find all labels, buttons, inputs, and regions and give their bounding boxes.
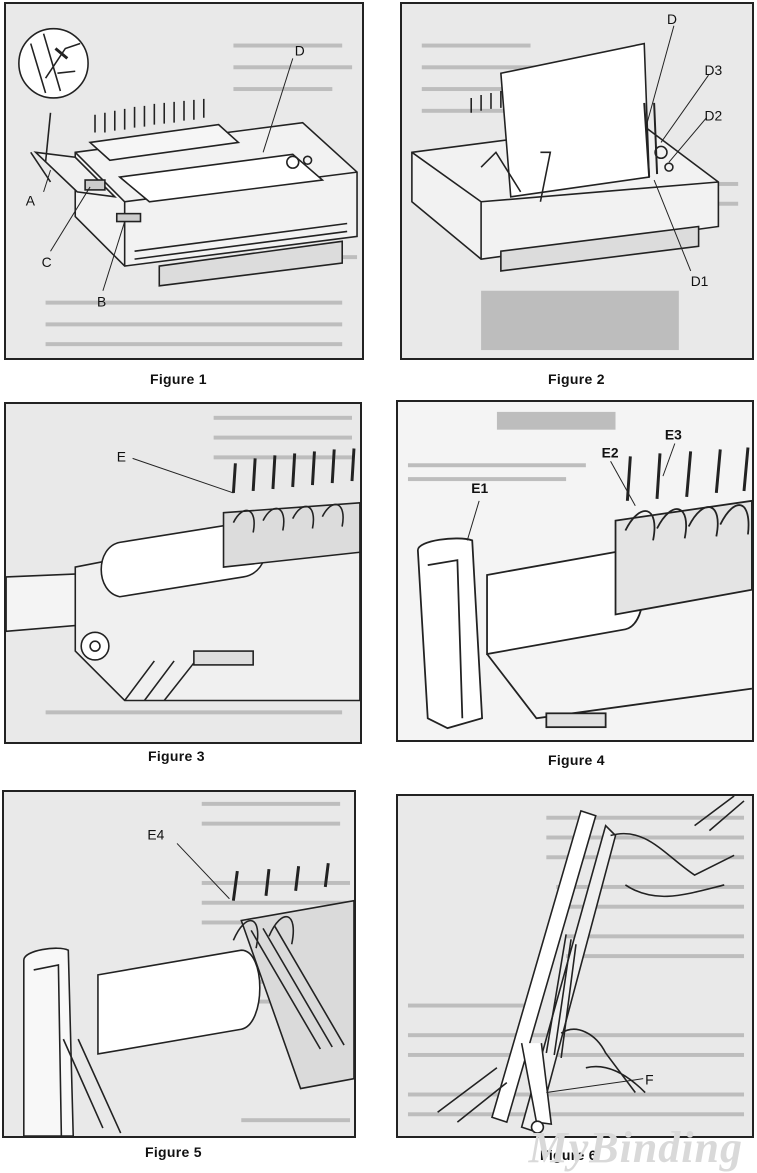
figure-6-callouts: F bbox=[546, 1072, 654, 1094]
figure-5-label-e4: E4 bbox=[147, 826, 164, 842]
ghost-text bbox=[407, 815, 745, 1117]
binding-machine-drawing bbox=[18, 27, 358, 287]
figure-2-label-d2: D2 bbox=[705, 108, 723, 124]
figure-6-illustration: F bbox=[407, 796, 745, 1134]
figure-1-illustration: A B C D bbox=[18, 27, 358, 347]
figure-3-label-e: E bbox=[117, 448, 126, 464]
binding-mechanism-drawing bbox=[23, 862, 354, 1136]
figure-4-callouts: E1 E2 E3 bbox=[466, 427, 682, 541]
figure-3-caption: Figure 3 bbox=[148, 748, 205, 764]
figure-2-label-d3: D3 bbox=[705, 62, 723, 78]
figure-4-label-e3: E3 bbox=[665, 427, 682, 443]
figure-4-caption: Figure 4 bbox=[548, 752, 605, 768]
figure-5-panel: E4 bbox=[2, 790, 356, 1138]
document-binding-drawing bbox=[437, 796, 745, 1134]
figure-2-label-d1: D1 bbox=[691, 273, 709, 289]
binding-mechanism-drawing bbox=[6, 448, 360, 702]
figure-2-label-d: D bbox=[667, 11, 677, 27]
figure-1-label-c: C bbox=[42, 254, 52, 270]
figure-1-caption: Figure 1 bbox=[150, 371, 207, 387]
figure-3-callouts: E bbox=[117, 448, 234, 494]
figure-1-label-b: B bbox=[97, 294, 106, 310]
figure-4-label-e2: E2 bbox=[602, 444, 619, 460]
figure-1-label-a: A bbox=[26, 193, 36, 209]
watermark-logo: MyBinding bbox=[528, 1123, 743, 1172]
figure-6-caption: Figure 6 bbox=[540, 1147, 597, 1163]
figure-2-callouts: D D3 D2 D1 bbox=[646, 11, 723, 289]
figure-5-callouts: E4 bbox=[147, 826, 230, 900]
figure-2-illustration: D D3 D2 D1 bbox=[411, 11, 739, 351]
binding-mechanism-drawing bbox=[416, 447, 752, 730]
figure-1-panel: A B C D bbox=[4, 2, 364, 360]
figure-4-label-e1: E1 bbox=[471, 480, 488, 496]
figure-5-illustration: E4 bbox=[23, 801, 354, 1136]
figure-2-panel: D D3 D2 D1 bbox=[400, 2, 754, 360]
figure-1-label-d: D bbox=[295, 42, 305, 58]
binding-machine-drawing bbox=[411, 42, 720, 272]
figure-4-panel: E1 E2 E3 bbox=[396, 400, 754, 742]
figure-5-caption: Figure 5 bbox=[145, 1144, 202, 1160]
figure-4-illustration: E1 E2 E3 bbox=[407, 411, 752, 730]
figure-6-panel: F bbox=[396, 794, 754, 1138]
figure-3-illustration: E bbox=[6, 415, 360, 715]
figure-3-panel: E bbox=[4, 402, 362, 744]
figure-6-label-f: F bbox=[645, 1072, 653, 1088]
figure-2-caption: Figure 2 bbox=[548, 371, 605, 387]
ghost-text bbox=[421, 43, 739, 351]
figure-1-callouts: A B C D bbox=[26, 42, 305, 309]
ghost-text bbox=[407, 411, 616, 482]
